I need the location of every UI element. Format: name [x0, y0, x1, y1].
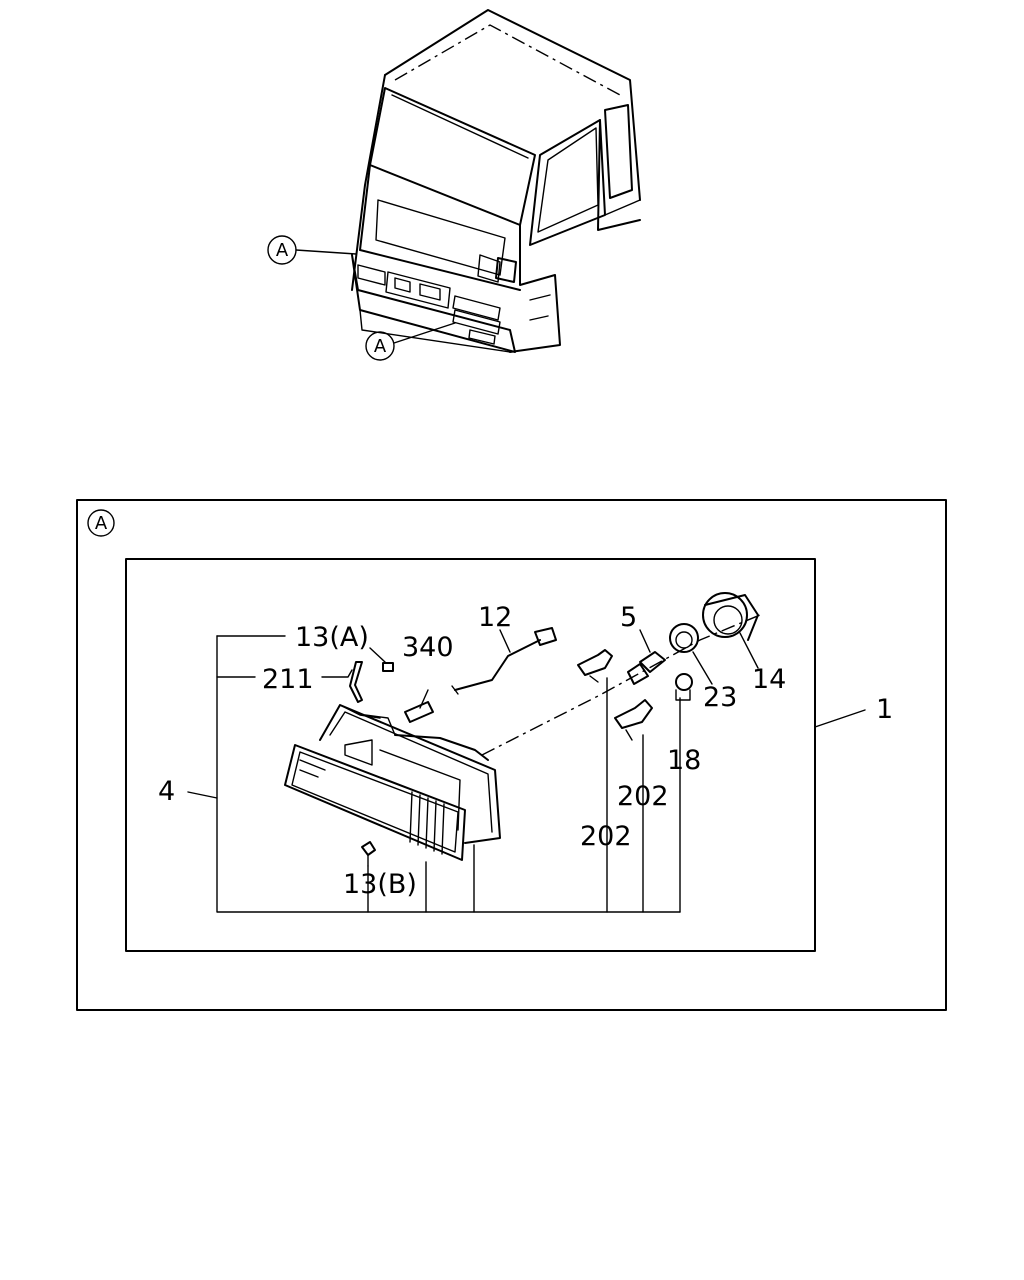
label-part-13b: 13(B)	[343, 869, 417, 900]
label-part-13a: 13(A)	[295, 622, 369, 653]
detail-outer-frame	[76, 499, 947, 1011]
view-marker-lower: A	[365, 322, 456, 361]
truck-cab-illustration	[351, 9, 641, 353]
label-part-340: 340	[402, 632, 454, 663]
clip-13b	[361, 841, 376, 867]
view-marker-upper: A	[267, 235, 357, 265]
seal-23	[669, 623, 699, 653]
label-part-18: 18	[667, 745, 701, 776]
detail-marker-label: A	[95, 513, 108, 534]
view-marker-lower-label: A	[374, 336, 387, 357]
label-part-211: 211	[262, 664, 314, 695]
cap-14	[702, 592, 759, 641]
view-marker-upper-label: A	[276, 240, 289, 261]
detail-marker: A	[87, 509, 115, 537]
leader-lines	[187, 632, 866, 913]
bracket-211	[349, 661, 363, 703]
bulb-340	[404, 689, 434, 723]
headlamp-assembly	[284, 704, 501, 861]
clip-13a	[369, 647, 394, 672]
screw-202-upper	[577, 649, 613, 683]
bolt-18	[675, 673, 693, 701]
label-part-202-lower: 202	[580, 821, 632, 852]
wire-harness-12	[451, 627, 557, 695]
label-part-14: 14	[752, 664, 786, 695]
assembly-inner-frame	[125, 558, 816, 952]
assembly-axis	[481, 614, 761, 756]
label-part-1: 1	[876, 694, 893, 725]
label-part-4: 4	[158, 776, 175, 807]
label-part-23: 23	[703, 682, 737, 713]
label-part-202-upper: 202	[617, 781, 669, 812]
label-part-12: 12	[478, 602, 512, 633]
screw-202-lower	[614, 699, 653, 741]
label-part-5: 5	[620, 602, 637, 633]
socket-5	[627, 629, 666, 685]
